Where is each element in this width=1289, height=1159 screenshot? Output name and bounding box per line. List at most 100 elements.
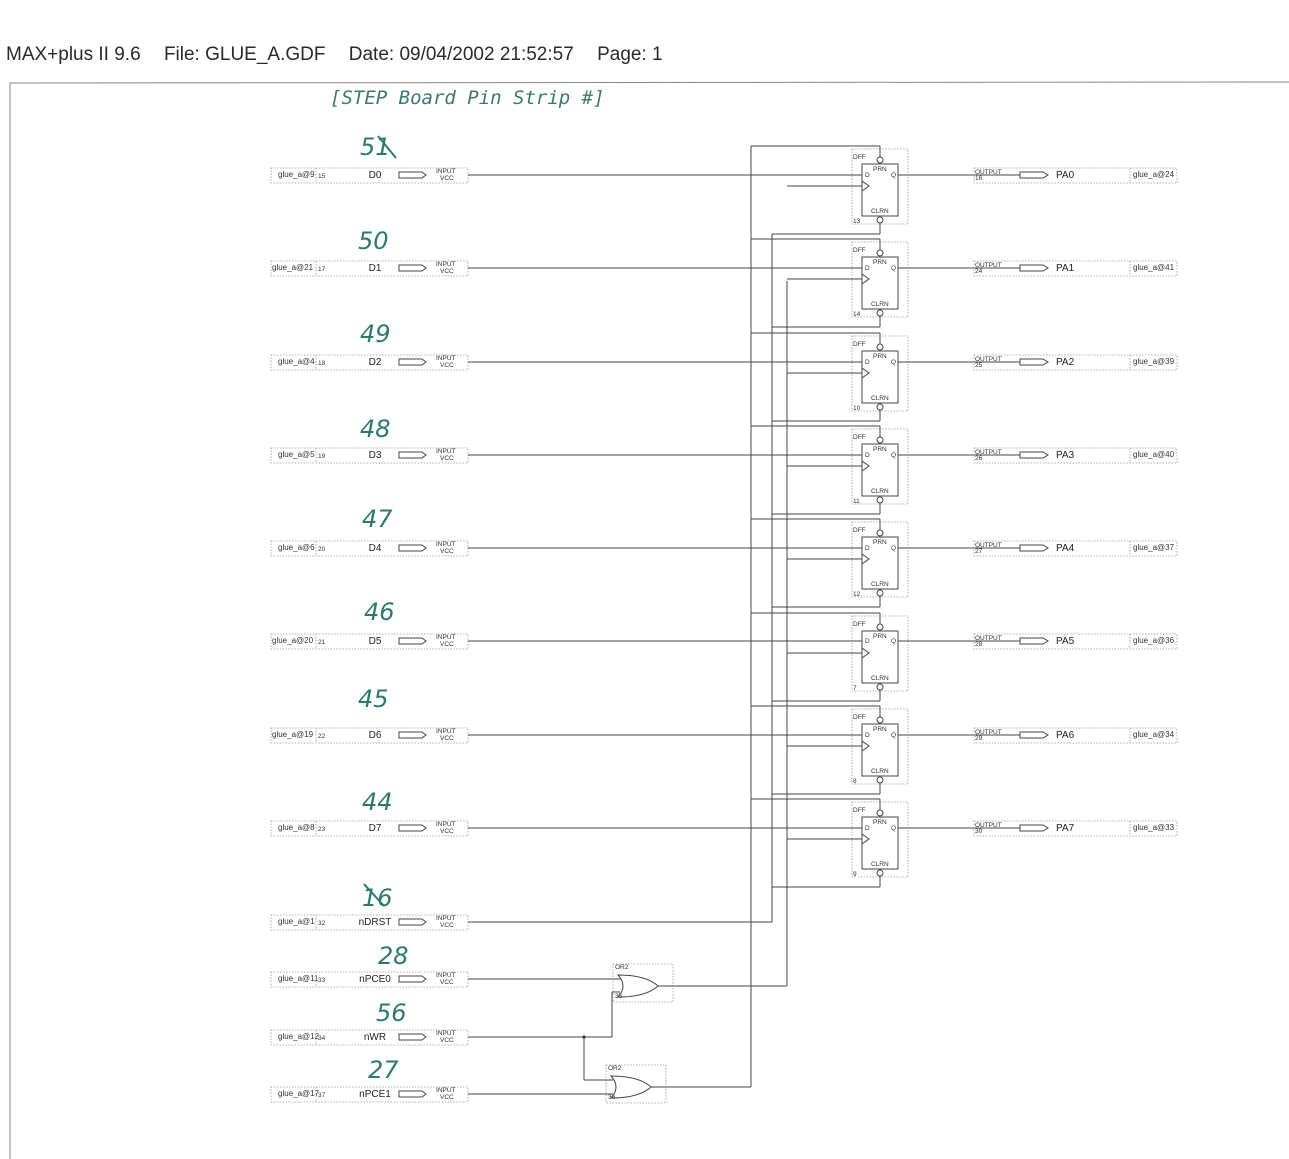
output-symbol xyxy=(1019,544,1049,552)
dff-clrn-bubble xyxy=(876,309,884,317)
output-pin-label: glue_a@37 xyxy=(1133,543,1175,552)
dff-d-label: D xyxy=(865,545,870,552)
output-pin-label: glue_a@39 xyxy=(1133,357,1175,366)
dff-type: DFF xyxy=(853,154,866,161)
input-prim-sub: VCC xyxy=(440,1037,454,1044)
dff-prn-bubble xyxy=(876,529,884,537)
dff-clock-symbol xyxy=(861,180,870,192)
output-symbol xyxy=(1019,731,1049,739)
input-prim-type: INPUT xyxy=(436,261,456,268)
dff-clrn-label: CLRN xyxy=(871,208,889,215)
input-symbol xyxy=(398,731,427,739)
output-prim-type: OUTPUT xyxy=(975,449,1002,456)
input-pin-label: glue_a@4 xyxy=(278,357,315,366)
input-pin-label: glue_a@9 xyxy=(278,170,315,179)
input-signal-name: D2 xyxy=(369,357,382,368)
dff-body xyxy=(861,816,899,870)
output-pin-label: glue_a@41 xyxy=(1133,263,1175,272)
input-symbol xyxy=(398,451,427,459)
dff-body xyxy=(861,723,899,777)
input-prim-sub: VCC xyxy=(440,922,454,929)
handwritten-pin-annotation: 47 xyxy=(362,505,393,533)
input-prim-type: INPUT xyxy=(436,821,456,828)
input-pin-number: 17 xyxy=(318,266,326,273)
dff-clock-symbol xyxy=(861,273,870,285)
output-symbol xyxy=(1019,451,1049,459)
or-gate-36 xyxy=(609,1075,652,1099)
app-version: MAX+plus II 9.6 xyxy=(6,44,141,65)
input-prim-sub: VCC xyxy=(440,828,454,835)
dff-body xyxy=(861,443,899,497)
strike-mark xyxy=(377,135,397,159)
output-prim-type: OUTPUT xyxy=(975,356,1002,363)
output-prim-type: OUTPUT xyxy=(975,262,1002,269)
dff-clrn-label: CLRN xyxy=(871,861,889,868)
dff-clrn-label: CLRN xyxy=(871,675,889,682)
output-pin-number: 24 xyxy=(975,268,983,275)
output-pin-block xyxy=(973,633,1178,650)
dff-prn-label: PRN xyxy=(873,259,887,266)
dff-clrn-label: CLRN xyxy=(871,395,889,402)
output-pin-label: glue_a@34 xyxy=(1133,730,1175,739)
dff-prn-bubble xyxy=(876,623,884,631)
gate-outline xyxy=(612,963,674,1003)
gate-type: OR2 xyxy=(608,1065,622,1072)
input-prim-type: INPUT xyxy=(436,541,456,548)
output-signal-name: PA5 xyxy=(1056,636,1075,647)
input-prim-type: INPUT xyxy=(436,634,456,641)
dff-prn-label: PRN xyxy=(873,726,887,733)
dff-prn-bubble xyxy=(876,436,884,444)
dff-prn-bubble xyxy=(876,343,884,351)
dff-clrn-label: CLRN xyxy=(871,301,889,308)
output-signal-name: PA1 xyxy=(1056,263,1075,274)
output-pin-label: glue_a@33 xyxy=(1133,823,1175,832)
output-pin-block xyxy=(973,727,1178,744)
dff-q-label: Q xyxy=(891,732,896,739)
dff-number: 11 xyxy=(853,498,860,505)
dff-body xyxy=(861,256,899,310)
dff-d-label: D xyxy=(865,265,870,272)
input-pin-label: glue_a@8 xyxy=(278,823,315,832)
input-signal-name: D5 xyxy=(369,636,382,647)
output-pin-label: glue_a@24 xyxy=(1133,170,1175,179)
output-pin-block xyxy=(973,167,1178,184)
input-prim-type: INPUT xyxy=(436,728,456,735)
output-pin-number: 16 xyxy=(975,175,983,182)
print-header: MAX+plus II 9.6 File: GLUE_A.GDF Date: 0… xyxy=(6,44,681,66)
dff-body xyxy=(861,163,899,217)
input-prim-sub: VCC xyxy=(440,362,454,369)
sheet-border xyxy=(9,81,1289,1159)
dff-prn-label: PRN xyxy=(873,819,887,826)
input-prim-type: INPUT xyxy=(436,355,456,362)
dff-clrn-bubble xyxy=(876,683,884,691)
input-pin-number: 34 xyxy=(318,1035,326,1042)
output-pin-block xyxy=(973,447,1178,464)
input-symbol xyxy=(398,637,427,645)
handwritten-pin-annotation: 28 xyxy=(378,942,409,970)
input-pin-label: glue_a@21 xyxy=(272,263,314,272)
gate-type: OR2 xyxy=(615,964,629,971)
handwritten-pin-annotation: 45 xyxy=(358,685,389,713)
input-pin-number: 22 xyxy=(318,733,326,740)
input-signal-name: nWR xyxy=(364,1032,386,1043)
print-date: Date: 09/04/2002 21:52:57 xyxy=(348,44,574,65)
output-signal-name: PA0 xyxy=(1056,170,1075,181)
input-symbol xyxy=(398,918,427,926)
dff-prn-label: PRN xyxy=(873,166,887,173)
handwritten-pin-annotation: 49 xyxy=(360,320,391,348)
input-prim-sub: VCC xyxy=(440,641,454,648)
output-symbol xyxy=(1019,358,1049,366)
input-pin-label: glue_a@6 xyxy=(278,543,315,552)
dff-q-label: Q xyxy=(891,452,896,459)
dff-prn-bubble xyxy=(876,809,884,817)
dff-d-label: D xyxy=(865,359,870,366)
input-pin-number: 20 xyxy=(318,546,326,553)
dff-type: DFF xyxy=(853,621,866,628)
dff-q-label: Q xyxy=(891,825,896,832)
output-pin-number: 25 xyxy=(975,362,983,369)
dff-clock-symbol xyxy=(861,647,870,659)
input-pin-number: 21 xyxy=(318,639,326,646)
dff-number: 7 xyxy=(853,685,857,692)
